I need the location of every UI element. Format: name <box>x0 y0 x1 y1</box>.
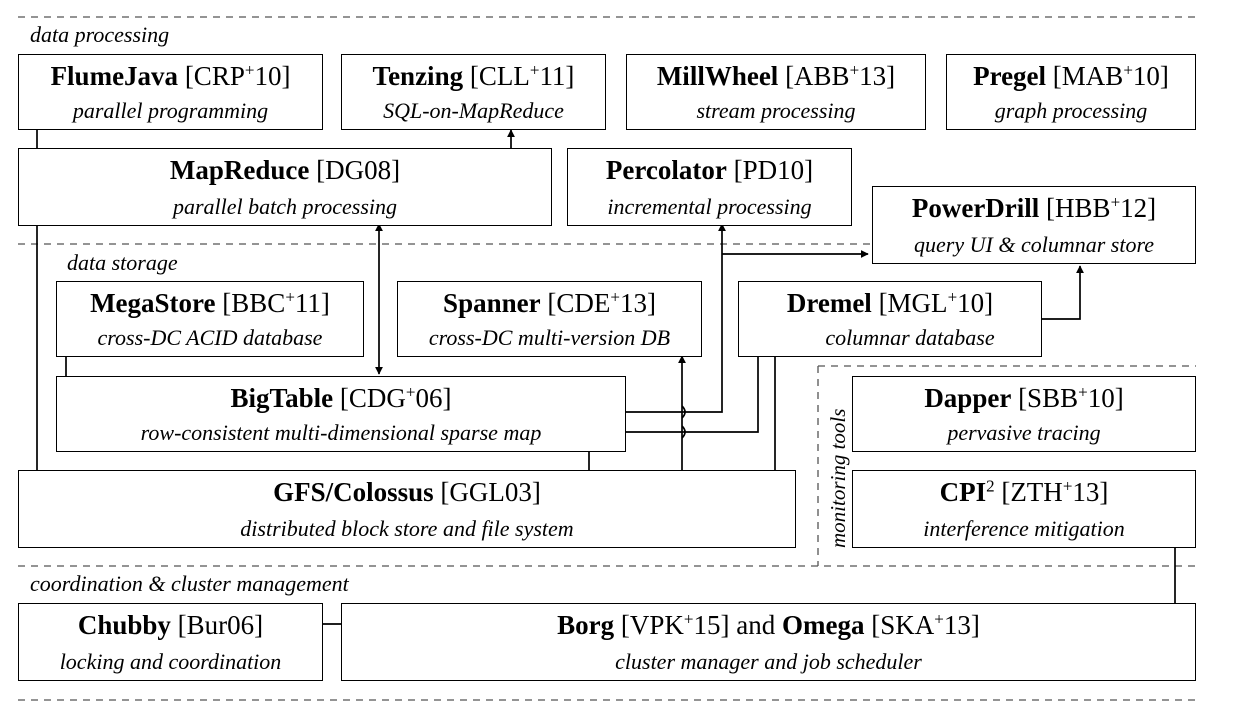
tenzing-title: Tenzing [CLL+11] <box>372 60 575 91</box>
bigtable-description: row-consistent multi-dimensional sparse … <box>140 420 542 446</box>
tenzing-description: SQL-on-MapReduce <box>383 98 564 124</box>
flumejava-description: parallel programming <box>72 98 269 124</box>
chubby-box: Chubby [Bur06] locking and coordination <box>18 603 323 681</box>
flumejava-box: FlumeJava [CRP+10] parallel programming <box>18 54 323 130</box>
chubby-title: Chubby [Bur06] <box>77 610 264 641</box>
megastore-box: MegaStore [BBC+11] cross-DC ACID databas… <box>56 281 364 357</box>
cpi2-description: interference mitigation <box>923 515 1125 541</box>
percolator-title: Percolator [PD10] <box>605 155 814 186</box>
line-crossings <box>681 405 686 439</box>
dapper-box: Dapper [SBB+10] pervasive tracing <box>852 376 1196 452</box>
pregel-description: graph processing <box>994 98 1148 124</box>
flumejava-title: FlumeJava [CRP+10] <box>50 60 291 91</box>
megastore-title: MegaStore [BBC+11] <box>90 287 330 318</box>
gfs-colossus-title: GFS/Colossus [GGL03] <box>273 477 541 508</box>
section-label-data-storage: data storage <box>67 250 178 275</box>
bigtable-box: BigTable [CDG+06] row-consistent multi-d… <box>56 376 626 452</box>
dremel-box: Dremel [MGL+10] columnar database <box>738 281 1042 357</box>
dapper-description: pervasive tracing <box>947 420 1101 446</box>
mapreduce-box: MapReduce [DG08] parallel batch processi… <box>18 148 552 226</box>
spanner-description: cross-DC multi-version DB <box>428 325 671 351</box>
section-label-data-processing: data processing <box>30 22 170 47</box>
cpi2-box: CPI2 [ZTH+13] interference mitigation <box>852 470 1196 548</box>
cpi2-title: CPI2 [ZTH+13] <box>939 476 1109 508</box>
gfs-colossus-description: distributed block store and file system <box>240 515 574 541</box>
crossing-hop-upper <box>681 405 686 419</box>
percolator-box: Percolator [PD10] incremental processing <box>567 148 852 226</box>
powerdrill-title: PowerDrill [HBB+12] <box>911 192 1157 224</box>
section-label-monitoring-tools: monitoring tools <box>826 408 850 548</box>
megastore-description: cross-DC ACID database <box>97 325 323 351</box>
millwheel-box: MillWheel [ABB+13] stream processing <box>626 54 926 130</box>
dremel-title: Dremel [MGL+10] <box>786 287 994 318</box>
dremel-description: columnar database <box>825 325 995 351</box>
borg-omega-box: Borg [VPK+15] and Omega [SKA+13] cluster… <box>341 603 1196 681</box>
dapper-title: Dapper [SBB+10] <box>924 382 1124 413</box>
tenzing-box: Tenzing [CLL+11] SQL-on-MapReduce <box>341 54 606 130</box>
crossing-hop-lower <box>681 425 686 439</box>
millwheel-title: MillWheel [ABB+13] <box>656 60 896 91</box>
gfs-colossus-box: GFS/Colossus [GGL03] distributed block s… <box>18 470 796 548</box>
spanner-box: Spanner [CDE+13] cross-DC multi-version … <box>397 281 702 357</box>
mapreduce-description: parallel batch processing <box>172 193 398 219</box>
powerdrill-description: query UI & columnar store <box>914 231 1154 257</box>
powerdrill-box: PowerDrill [HBB+12] query UI & columnar … <box>872 186 1196 264</box>
pregel-title: Pregel [MAB+10] <box>973 60 1169 91</box>
percolator-description: incremental processing <box>607 193 812 219</box>
chubby-description: locking and coordination <box>59 648 282 674</box>
mapreduce-title: MapReduce [DG08] <box>169 155 401 186</box>
spanner-title: Spanner [CDE+13] <box>443 287 656 318</box>
borg-omega-description: cluster manager and job scheduler <box>615 648 922 674</box>
section-label-coordination: coordination & cluster management <box>30 571 349 596</box>
borg-omega-title: Borg [VPK+15] and Omega [SKA+13] <box>557 609 980 641</box>
pregel-box: Pregel [MAB+10] graph processing <box>946 54 1196 130</box>
millwheel-description: stream processing <box>696 98 856 124</box>
bigtable-title: BigTable [CDG+06] <box>230 382 452 413</box>
